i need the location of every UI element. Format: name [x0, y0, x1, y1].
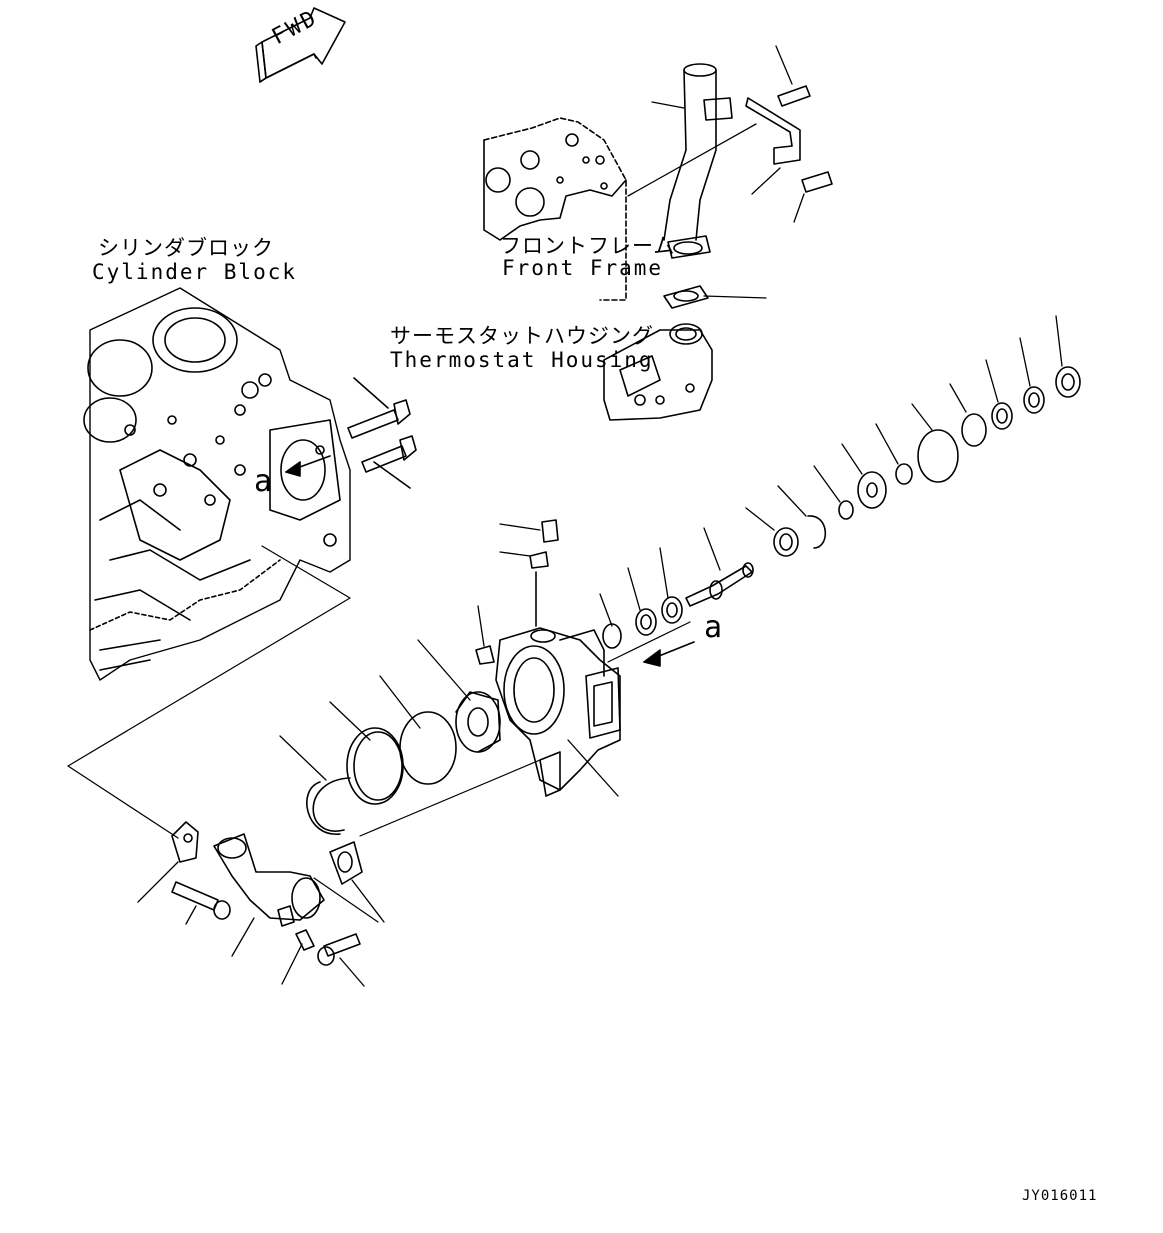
thermostat-housing-jp-label: サーモスタットハウジング	[390, 324, 654, 348]
pump-shaft-drawing	[686, 563, 753, 606]
assembly-lines	[68, 546, 690, 922]
elbow-bolts-drawing	[172, 882, 360, 965]
cylinder-block-en-label: Cylinder Block	[92, 260, 298, 284]
impeller-drawing	[456, 692, 500, 752]
o-rings-drawing	[307, 712, 456, 834]
seal-rings-drawing	[603, 367, 1080, 648]
sensor-parts-drawing	[476, 520, 558, 664]
reference-mark-a-2: a	[704, 610, 723, 645]
cylinder-block-jp-label: シリンダブロック	[98, 236, 274, 260]
pipe-bracket-drawing	[746, 86, 832, 192]
cylinder-block-drawing	[84, 288, 350, 680]
reference-mark-a-1: a	[254, 464, 273, 499]
front-frame-drawing	[484, 118, 626, 300]
front-frame-en-label: Front Frame	[502, 256, 664, 280]
fwd-arrow-icon	[256, 8, 345, 82]
water-pipe-drawing	[664, 64, 732, 308]
gaskets-drawing	[172, 822, 362, 884]
elbow-pipe-drawing	[214, 834, 324, 926]
thermostat-housing-drawing	[604, 324, 712, 420]
leader-lines	[138, 46, 1062, 986]
drawing-code: JY016011	[1022, 1188, 1098, 1204]
water-pump-body-drawing	[496, 628, 620, 796]
thermostat-housing-en-label: Thermostat Housing	[390, 348, 654, 372]
block-bolts-drawing	[348, 378, 416, 488]
reference-arrow-icon	[286, 456, 694, 666]
front-frame-jp-label: フロントフレーム	[500, 234, 676, 258]
